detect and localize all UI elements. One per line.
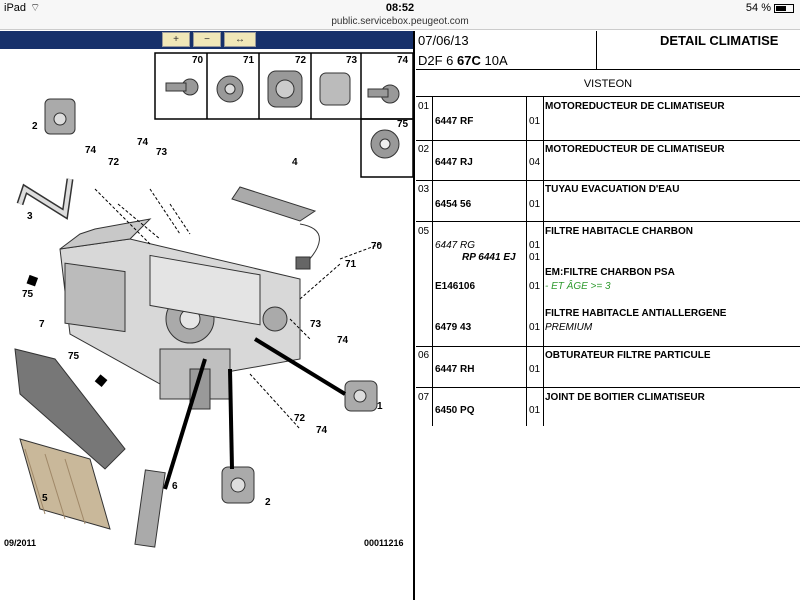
part-reference[interactable]: 6450 PQ (435, 405, 475, 416)
wifi-icon: ⌔ (30, 2, 41, 14)
callout-label: 73 (156, 147, 168, 158)
motor-actuator-bottom (221, 466, 255, 504)
quantity: 01 (529, 364, 541, 375)
callout-label: 74 (137, 137, 149, 148)
seal-part (14, 348, 126, 470)
callout-label: 75 (397, 119, 409, 130)
part-description: FILTRE HABITACLE CHARBON (545, 226, 693, 237)
callout-label: 72 (295, 55, 307, 66)
part-reference[interactable]: 6447 RG (435, 240, 476, 251)
shutter-part (134, 469, 166, 548)
clock: 08:52 (385, 2, 415, 14)
pan-icon: ↔ (235, 34, 245, 45)
part-note: PREMIUM (545, 322, 593, 333)
drain-pipe-part (16, 178, 74, 220)
part-reference[interactable]: 6479 43 (435, 322, 472, 333)
address-bar[interactable]: public.servicebox.peugeot.com (0, 16, 800, 30)
callout-label: 73 (310, 319, 322, 330)
row-index: 06 (418, 350, 430, 361)
callout-label: 74 (85, 145, 97, 156)
callout-label: 71 (243, 55, 255, 66)
device-name: iPad (4, 2, 27, 14)
part-reference[interactable]: 6447 RF (435, 116, 474, 127)
part-reference-alt[interactable]: RP 6441 EJ (462, 252, 516, 263)
quantity: 01 (529, 405, 541, 416)
callout-label: 6 (172, 481, 178, 492)
callout-label: 71 (345, 259, 357, 270)
callout-label: 75 (68, 351, 80, 362)
dashed-leaders (94, 188, 381, 430)
callout-label: 3 (27, 211, 33, 222)
callout-label: 72 (294, 413, 306, 424)
zoom-in-icon: + (173, 34, 179, 45)
part-description: OBTURATEUR FILTRE PARTICULE (545, 350, 711, 361)
hvac-housing (59, 218, 301, 410)
zoom-fit-button[interactable]: ↔ (224, 32, 256, 47)
parts-table-panel: 07/06/13 D2F 6 67C 10A DETAIL CLIMATISE … (416, 31, 800, 600)
cabin-filter-part (19, 438, 111, 530)
callout-label: 74 (316, 425, 328, 436)
callout-label: 2 (265, 497, 271, 508)
row-index: 02 (418, 144, 430, 155)
part-reference[interactable]: E146106 (435, 281, 476, 292)
supplier-name: VISTEON (583, 78, 633, 90)
quantity: 01 (529, 322, 541, 333)
parts-legend-boxes (154, 52, 413, 178)
quantity: 01 (529, 252, 541, 263)
zoom-in-button[interactable]: + (162, 32, 190, 47)
part-reference[interactable]: 6447 RH (435, 364, 475, 375)
row-index: 05 (418, 226, 430, 237)
exploded-parts-diagram: 70 71 72 73 74 75 2 74 72 74 73 4 3 75 7… (14, 52, 413, 548)
battery-indicator: 54 % (746, 2, 794, 14)
part-description: FILTRE HABITACLE ANTIALLERGENE (545, 308, 727, 319)
callout-label: 75 (22, 289, 34, 300)
callout-label: 74 (397, 55, 409, 66)
screw-shapes (165, 70, 400, 159)
callout-label: 72 (108, 157, 120, 168)
carbon-filter-part (231, 186, 320, 270)
battery-percent: 54 % (745, 2, 771, 14)
vehicle-code: D2F 6 67C 10A (418, 53, 508, 68)
part-description: JOINT DE BOITIER CLIMATISEUR (545, 392, 705, 403)
quantity: 01 (529, 281, 541, 292)
motor-actuator-top (44, 98, 76, 135)
zoom-out-icon: − (204, 34, 210, 45)
zoom-toolbar: + − ↔ (0, 31, 413, 49)
leader-lines-bold (163, 337, 347, 490)
part-reference[interactable]: 6454 56 (435, 199, 472, 210)
callout-label: 73 (346, 55, 358, 66)
callout-label: 70 (371, 241, 383, 252)
part-note: - ET ÂGE >= 3 (545, 281, 611, 292)
diagram-panel: + − ↔ (0, 31, 415, 600)
page-title: DETAIL CLIMATISE (660, 33, 779, 48)
ios-status-bar: iPad ⌔ 08:52 54 % (0, 0, 800, 16)
callout-label: 7 (39, 319, 45, 330)
part-description: MOTOREDUCTEUR DE CLIMATISEUR (545, 144, 725, 155)
diagram-number: 00011216 (364, 538, 404, 548)
callout-label: 4 (292, 157, 298, 168)
battery-icon (774, 3, 794, 13)
row-index: 03 (418, 184, 430, 195)
diagram-date: 09/2011 (4, 538, 37, 548)
callout-label: 2 (32, 121, 38, 132)
catalog-date: 07/06/13 (418, 33, 469, 48)
callout-label: 70 (192, 55, 204, 66)
part-reference[interactable]: 6447 RJ (435, 157, 473, 168)
callout-label: 1 (377, 401, 383, 412)
quantity: 01 (529, 199, 541, 210)
quantity: 01 (529, 116, 541, 127)
callout-label: 74 (337, 335, 349, 346)
row-index: 01 (418, 101, 430, 112)
motor-actuator-right (344, 380, 378, 412)
row-index: 07 (418, 392, 430, 403)
zoom-out-button[interactable]: − (193, 32, 221, 47)
clip-markers (26, 274, 108, 388)
callout-label: 5 (42, 493, 48, 504)
part-description: TUYAU EVACUATION D'EAU (545, 184, 680, 195)
part-description: MOTOREDUCTEUR DE CLIMATISEUR (545, 101, 725, 112)
part-description: EM:FILTRE CHARBON PSA (545, 267, 675, 278)
quantity: 04 (529, 157, 541, 168)
quantity: 01 (529, 240, 541, 251)
